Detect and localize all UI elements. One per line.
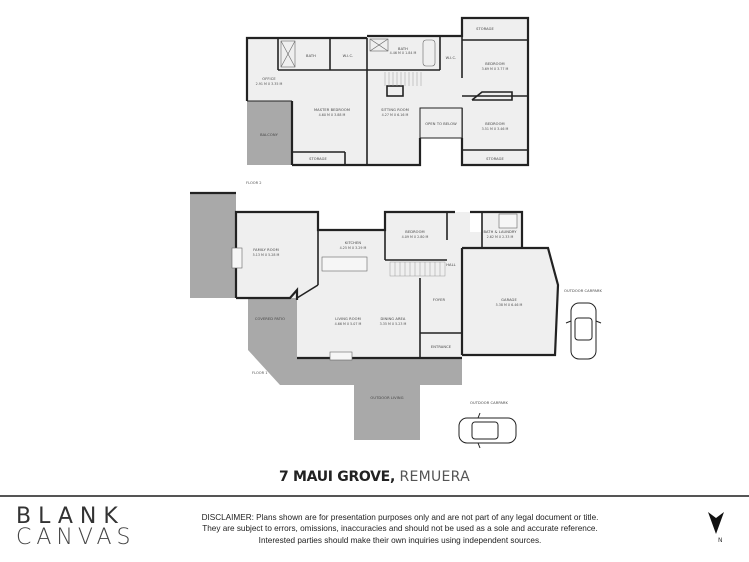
room-label-office: OFFICE xyxy=(262,77,276,81)
footer-divider xyxy=(0,495,749,497)
room-label-covered-patio: COVERED PATIO xyxy=(255,317,285,321)
room-label-kitchen: KITCHEN xyxy=(345,241,361,245)
suburb: REMUERA xyxy=(399,469,471,485)
room-label-living-room: LIVING ROOM xyxy=(335,317,361,321)
room-label-bath-laundry: BATH & LAUNDRY xyxy=(483,230,517,234)
room-dims-living-room: 4.66 M X 5.07 M xyxy=(335,322,362,326)
room-label-dining-area: DINING AREA xyxy=(381,317,406,321)
car-icon-horizontal xyxy=(458,412,517,449)
room-dims-office: 2.91 M X 3.35 M xyxy=(256,82,283,86)
disclaimer: DISCLAIMER: Plans shown are for presenta… xyxy=(180,512,620,546)
property-title: 7 MAUI GROVE, REMUERA xyxy=(0,469,749,485)
room-label-entrance: ENTRANCE xyxy=(431,345,452,349)
room-label-outdoor-living: OUTDOOR LIVING xyxy=(370,396,403,400)
room-label-balcony: BALCONY xyxy=(260,133,279,137)
floor-2-label: FLOOR 2 xyxy=(246,181,262,185)
car-icon-vertical xyxy=(565,302,602,360)
room-label-bath: BATH xyxy=(306,54,316,58)
disclaimer-line-1: DISCLAIMER: Plans shown are for presenta… xyxy=(201,513,599,522)
room-label-storage-left: STORAGE xyxy=(309,157,327,161)
room-dims-bedroom-1: 3.69 M X 3.77 M xyxy=(482,67,509,71)
room-label-open-to-below: OPEN TO BELOW xyxy=(425,122,457,126)
address: 7 MAUI GROVE, xyxy=(278,469,395,485)
outdoor-living xyxy=(297,358,462,440)
balcony-area xyxy=(247,101,292,165)
covered-patio xyxy=(248,298,297,385)
room-label-bedroom-2: BEDROOM xyxy=(485,122,504,126)
room-label-bedroom-f1: BEDROOM xyxy=(405,230,424,234)
logo-line-2: CANVAS xyxy=(16,525,136,550)
room-label-wic-2: W.I.C. xyxy=(446,56,457,60)
room-dims-bath-laundry: 2.62 M X 2.33 M xyxy=(487,235,514,239)
room-label-outdoor-carpark-2: OUTDOOR CARPARK xyxy=(470,401,508,405)
room-label-family-room: FAMILY ROOM xyxy=(253,248,279,252)
room-label-storage-top: STORAGE xyxy=(476,27,494,31)
room-dims-dining-area: 3.35 M X 5.23 M xyxy=(380,322,407,326)
room-label-master-bedroom: MASTER BEDROOM xyxy=(314,108,350,112)
room-label-wic: W.I.C. xyxy=(343,54,354,58)
room-label-bedroom-1: BEDROOM xyxy=(485,62,504,66)
room-dims-garage: 5.38 M X 6.46 M xyxy=(496,303,523,307)
room-label-bath-2: BATH xyxy=(398,47,408,51)
floor-2-plan: OFFICE 2.91 M X 3.35 M BATH W.I.C. BATH … xyxy=(245,16,530,185)
room-label-storage-right: STORAGE xyxy=(486,157,504,161)
room-label-outdoor-carpark-1: OUTDOOR CARPARK xyxy=(564,289,602,293)
room-dims-sitting-room: 4.27 M X 6.16 M xyxy=(382,113,409,117)
floor-plan-drawing: OFFICE 2.91 M X 3.35 M BATH W.I.C. BATH … xyxy=(190,16,602,449)
floor-1-plan: FAMILY ROOM 5.13 M X 5.28 M KITCHEN 4.25… xyxy=(190,191,602,449)
room-dims-master-bedroom: 4.60 M X 3.88 M xyxy=(319,113,346,117)
room-dims-bath-2: 4.46 M X 1.84 M xyxy=(390,51,417,55)
room-label-garage: GARAGE xyxy=(501,298,517,302)
room-label-hall: HALL xyxy=(446,263,456,267)
deck-left xyxy=(190,193,236,298)
logo-line-1: BLANK xyxy=(16,504,125,529)
disclaimer-line-2: They are subject to errors, omissions, i… xyxy=(202,524,598,534)
north-label: N xyxy=(718,537,723,544)
room-dims-bedroom-2: 3.51 M X 3.46 M xyxy=(482,127,509,131)
room-dims-family-room: 5.13 M X 5.28 M xyxy=(253,253,280,257)
room-label-sitting-room: SITTING ROOM xyxy=(381,108,409,112)
disclaimer-line-3: Interested parties should make their own… xyxy=(258,535,542,545)
room-dims-bedroom-f1: 4.09 M X 2.80 M xyxy=(402,235,429,239)
brand-logo: BLANK CANVAS xyxy=(16,504,136,550)
room-dims-kitchen: 4.25 M X 3.29 M xyxy=(340,246,367,250)
floor-1-label: FLOOR 1 xyxy=(252,371,268,375)
north-arrow-icon xyxy=(708,512,724,534)
room-label-foyer: FOYER xyxy=(433,298,446,302)
